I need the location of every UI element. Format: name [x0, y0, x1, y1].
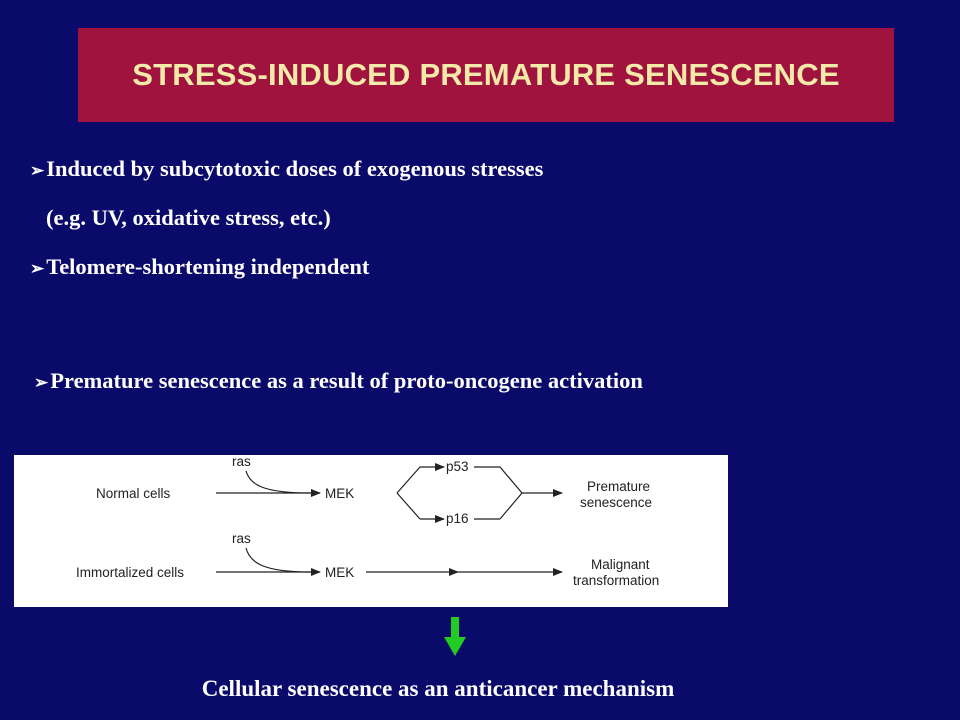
bullet-item: ➢Premature senescence as a result of pro…	[34, 368, 643, 393]
outcome-malignant-line2: transformation	[573, 573, 659, 588]
bullet-continuation: (e.g. UV, oxidative stress, etc.)	[46, 205, 331, 230]
ras-arrow	[245, 547, 311, 573]
pathway-diagram: Normal cells ras MEK p53 p16 Premature s…	[76, 455, 659, 588]
outcome-senescence-line1: Premature	[587, 479, 650, 494]
ras-label: ras	[232, 531, 251, 546]
bullet-item: ➢Induced by subcytotoxic doses of exogen…	[30, 156, 544, 181]
bullet-text: Telomere-shortening independent	[46, 254, 370, 279]
bullet-arrow-icon: ➢	[30, 161, 45, 180]
title-banner: STRESS-INDUCED PREMATURE SENESCENCE	[78, 28, 894, 122]
p53-label: p53	[446, 459, 469, 474]
footer-conclusion: Cellular senescence as an anticancer mec…	[201, 676, 675, 701]
branch-line-top	[396, 466, 421, 494]
ras-arrow	[245, 470, 311, 494]
slide-title: STRESS-INDUCED PREMATURE SENESCENCE	[132, 57, 840, 92]
p16-label: p16	[446, 511, 469, 526]
bullet-text: Induced by subcytotoxic doses of exogeno…	[46, 156, 544, 181]
ras-label: ras	[232, 455, 251, 469]
bullet-text: Premature senescence as a result of prot…	[50, 368, 643, 393]
pathway-figure: Normal cells ras MEK p53 p16 Premature s…	[14, 455, 728, 607]
merge-line-top	[499, 466, 523, 494]
mek-label: MEK	[325, 565, 354, 580]
normal-cells-label: Normal cells	[96, 486, 171, 501]
outcome-malignant-line1: Malignant	[591, 557, 650, 572]
bullet-arrow-icon: ➢	[34, 373, 49, 392]
mek-label: MEK	[325, 486, 354, 501]
branch-line-bottom	[396, 492, 421, 520]
down-arrow-icon	[444, 617, 466, 662]
bullet-arrow-icon: ➢	[30, 259, 45, 278]
bullet-text: (e.g. UV, oxidative stress, etc.)	[46, 205, 331, 230]
bullet-item: ➢Telomere-shortening independent	[30, 254, 370, 279]
merge-line-bottom	[499, 492, 523, 520]
outcome-senescence-line2: senescence	[580, 495, 652, 510]
immortalized-cells-label: Immortalized cells	[76, 565, 184, 580]
